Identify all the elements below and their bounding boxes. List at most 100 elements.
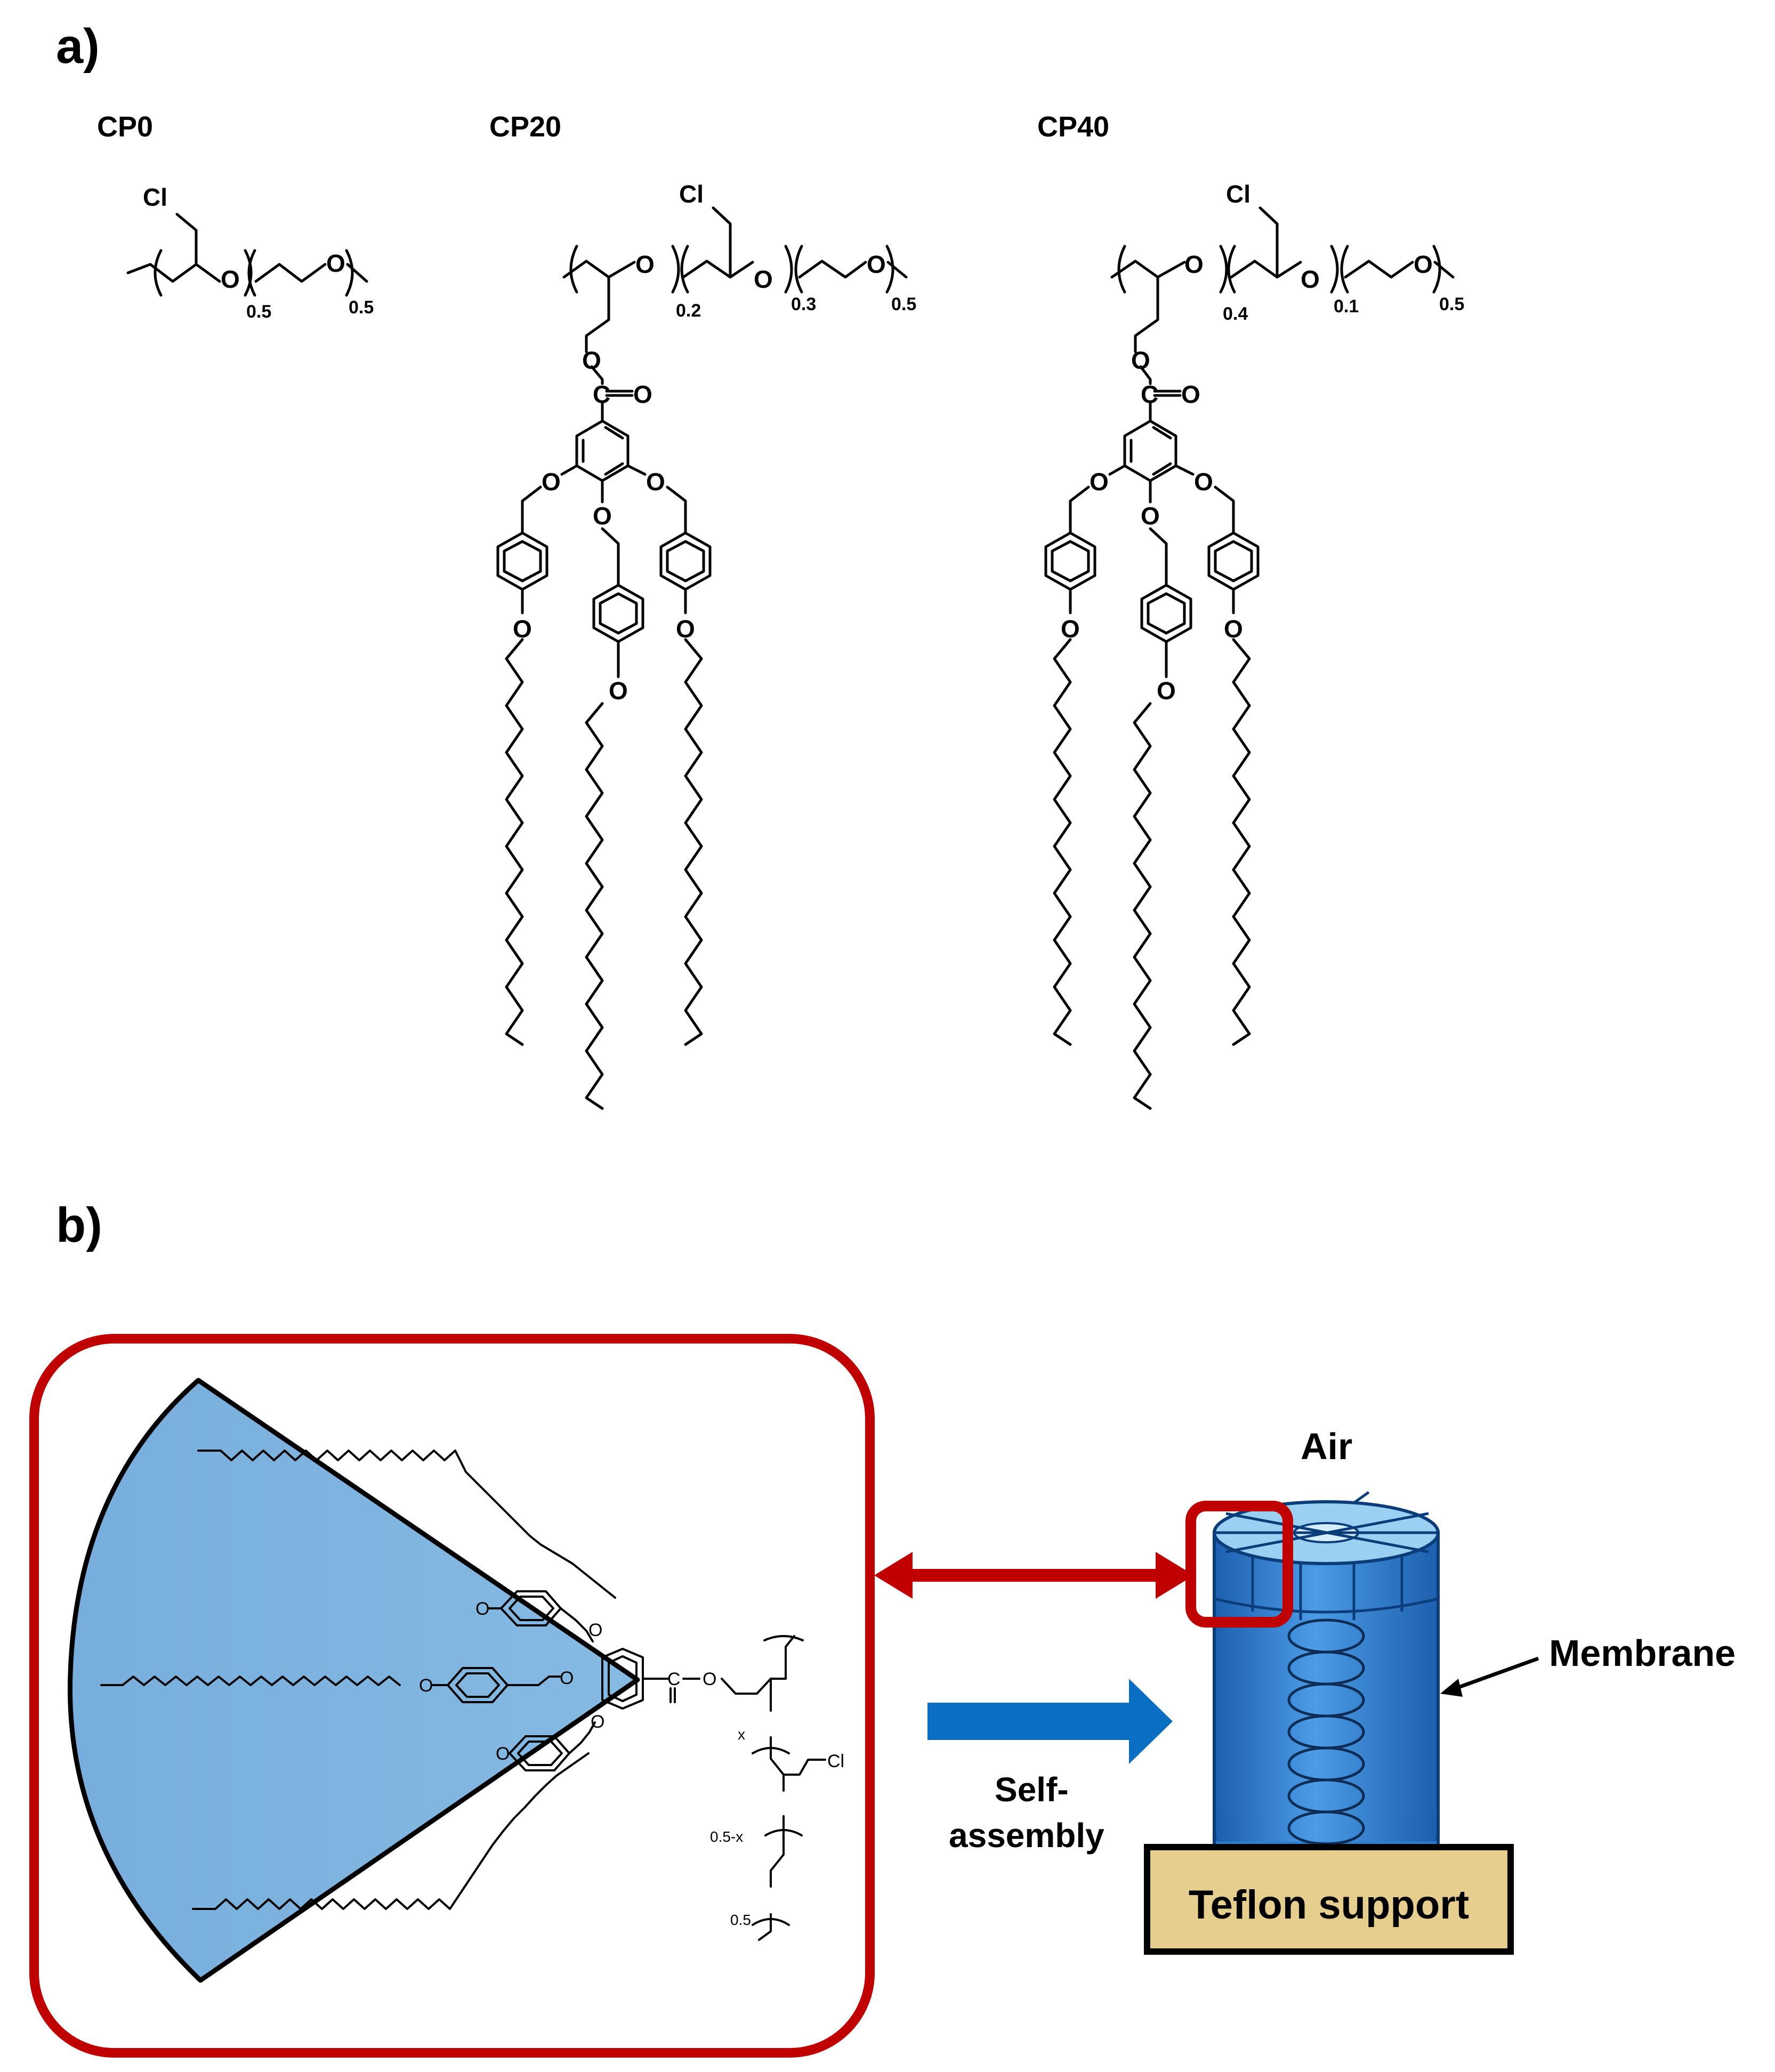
membrane-cylinder bbox=[1185, 1491, 1440, 1868]
inset-subscript-05: 0.5 bbox=[730, 1912, 751, 1928]
cp40-side-chain bbox=[1134, 276, 1159, 353]
cp20-phenoxy-oxygen-3: O bbox=[676, 615, 695, 643]
cp40-subscript-2: 0.1 bbox=[1334, 296, 1359, 317]
cp20-eo-unit bbox=[798, 260, 867, 279]
cp40-chloromethyl bbox=[1258, 206, 1279, 279]
cp20-ring-mid-inner bbox=[599, 592, 638, 635]
zoom-arrow bbox=[874, 1552, 1194, 1599]
cp20-bracket-3 bbox=[680, 245, 689, 294]
teflon-support bbox=[1144, 1844, 1514, 1955]
cp40-ring-right-inner bbox=[1214, 540, 1253, 582]
inset-ester-oxygen: O bbox=[703, 1669, 716, 1689]
inset-o-mid: O bbox=[419, 1676, 433, 1696]
panel-b-label: b) bbox=[56, 1198, 102, 1252]
inset-subscript-x: x bbox=[738, 1726, 745, 1743]
cp20-aryl-o-left bbox=[560, 464, 578, 476]
cp40-ester-carbon: C bbox=[1141, 381, 1158, 408]
cp40-bracket-6 bbox=[1432, 245, 1441, 294]
cp20-oxygen-3: O bbox=[867, 250, 886, 278]
inset-ring-core bbox=[601, 1648, 644, 1710]
self-assembly-arrow bbox=[927, 1679, 1173, 1764]
cp40-benzyl-mid bbox=[1149, 527, 1168, 587]
cp40-bracket-5 bbox=[1340, 245, 1349, 294]
inset-backbone-3 bbox=[770, 1815, 785, 1888]
cp20-central-ring-inner-2 bbox=[604, 426, 624, 440]
cp20-ester-link bbox=[590, 365, 604, 385]
cp20-oxygen-2: O bbox=[754, 265, 773, 293]
self-assembly-label-line-2: assembly bbox=[949, 1816, 1104, 1855]
cp40-phenoxy-oxygen-2: O bbox=[1157, 677, 1176, 705]
panel-b: b) bbox=[29, 1198, 1736, 2058]
cp20-oxygen-1: O bbox=[635, 250, 655, 278]
inset-chain-bottom bbox=[192, 1752, 590, 1910]
cp40-bracket-1 bbox=[1117, 245, 1126, 294]
cp20-phenoxy-oxygen-2: O bbox=[609, 677, 628, 705]
cp20-ester-oxygen: O bbox=[582, 346, 601, 374]
cp0-oxygen-2: O bbox=[326, 249, 345, 277]
cp0-subscript-1: 0.5 bbox=[246, 302, 271, 322]
cp0-chlorine: Cl bbox=[143, 183, 167, 211]
panel-a: a) CP0 Cl O O 0.5 0.5 CP20 bbox=[56, 19, 1464, 1110]
compound-cp20: CP20 bbox=[489, 111, 916, 1110]
cp40-subscript-1: 0.4 bbox=[1223, 304, 1248, 324]
air-label: Air bbox=[1301, 1426, 1352, 1467]
cp40-aryl-oxygen-1: O bbox=[1090, 468, 1109, 496]
membrane-pointer bbox=[1440, 1656, 1539, 1697]
cp20-ring-left-inner bbox=[503, 540, 542, 582]
cp20-bracket-6 bbox=[885, 245, 894, 294]
cp0-bracket-1-left bbox=[154, 249, 163, 297]
cp20-ester-carbon: C bbox=[593, 381, 610, 408]
cp40-chlorine: Cl bbox=[1226, 180, 1250, 208]
cp20-benzyl-right bbox=[666, 485, 687, 535]
cp0-bracket-2-left bbox=[247, 249, 256, 297]
cp40-phenoxy-oxygen-1: O bbox=[1061, 615, 1080, 643]
cp0-bracket-2-right bbox=[345, 249, 354, 297]
cp40-ring-left-inner bbox=[1051, 540, 1090, 582]
teflon-support-label: Teflon support bbox=[1189, 1882, 1469, 1928]
cp20-bracket-5 bbox=[794, 245, 803, 294]
dendron-cone bbox=[67, 1378, 640, 1983]
cp40-ester-link bbox=[1139, 365, 1152, 385]
cp0-subscript-2: 0.5 bbox=[349, 297, 374, 318]
cp20-subscript-2: 0.3 bbox=[791, 294, 816, 314]
cp0-end-bond bbox=[346, 263, 368, 283]
inset-ring-core-inner bbox=[608, 1655, 638, 1702]
inset-o-top: O bbox=[475, 1599, 489, 1619]
cp20-name: CP20 bbox=[489, 111, 561, 143]
inset-o-benzyl-bottom: O bbox=[591, 1712, 604, 1732]
cp40-central-ring-inner-3 bbox=[1152, 462, 1172, 476]
cp0-oxygen-1: O bbox=[221, 265, 240, 293]
cp40-central-ring-inner-2 bbox=[1152, 426, 1172, 440]
cp40-phenoxy-oxygen-3: O bbox=[1224, 615, 1243, 643]
inset-chain-top bbox=[197, 1450, 616, 1599]
cp20-chain-left bbox=[505, 638, 524, 1046]
cp40-bracket-3 bbox=[1227, 245, 1236, 294]
cp40-oxygen-3: O bbox=[1414, 250, 1433, 278]
compound-cp0: CP0 Cl O O 0.5 0.5 bbox=[97, 111, 374, 322]
cp20-bracket-4 bbox=[784, 245, 793, 294]
cp40-oxygen-1: O bbox=[1184, 250, 1204, 278]
inset-labels: O O O O O O C O Cl x 0.5-x 0.5 bbox=[419, 1599, 844, 1928]
cp40-aryl-o-right bbox=[1174, 464, 1195, 476]
inset-subscript-05x: 0.5-x bbox=[710, 1828, 743, 1845]
cp40-eo-unit bbox=[1344, 260, 1414, 279]
inset-chlorine: Cl bbox=[827, 1751, 844, 1771]
cp0-eo-unit bbox=[254, 263, 327, 283]
cp20-benzyl-mid bbox=[601, 527, 620, 587]
inset-o-benzyl-mid: O bbox=[560, 1668, 574, 1688]
panel-a-label: a) bbox=[56, 19, 100, 74]
inset-mid-benzyl bbox=[506, 1676, 561, 1686]
self-assembly-label-line-1: Self- bbox=[995, 1770, 1069, 1809]
cp40-ester-oxygen: O bbox=[1131, 346, 1150, 374]
cp40-carbonyl-oxygen: O bbox=[1181, 381, 1200, 408]
inset-structure bbox=[100, 1450, 826, 1941]
membrane-label: Membrane bbox=[1549, 1632, 1736, 1674]
inset-bracket-top bbox=[763, 1635, 804, 1641]
cp20-central-ring-inner-3 bbox=[604, 462, 624, 476]
cp40-aryl-o-left bbox=[1108, 464, 1126, 476]
cp40-chain-left bbox=[1053, 638, 1072, 1046]
cp0-name: CP0 bbox=[97, 111, 153, 143]
zoom-box bbox=[1185, 1501, 1293, 1628]
cp40-oxygen-2: O bbox=[1301, 265, 1320, 293]
